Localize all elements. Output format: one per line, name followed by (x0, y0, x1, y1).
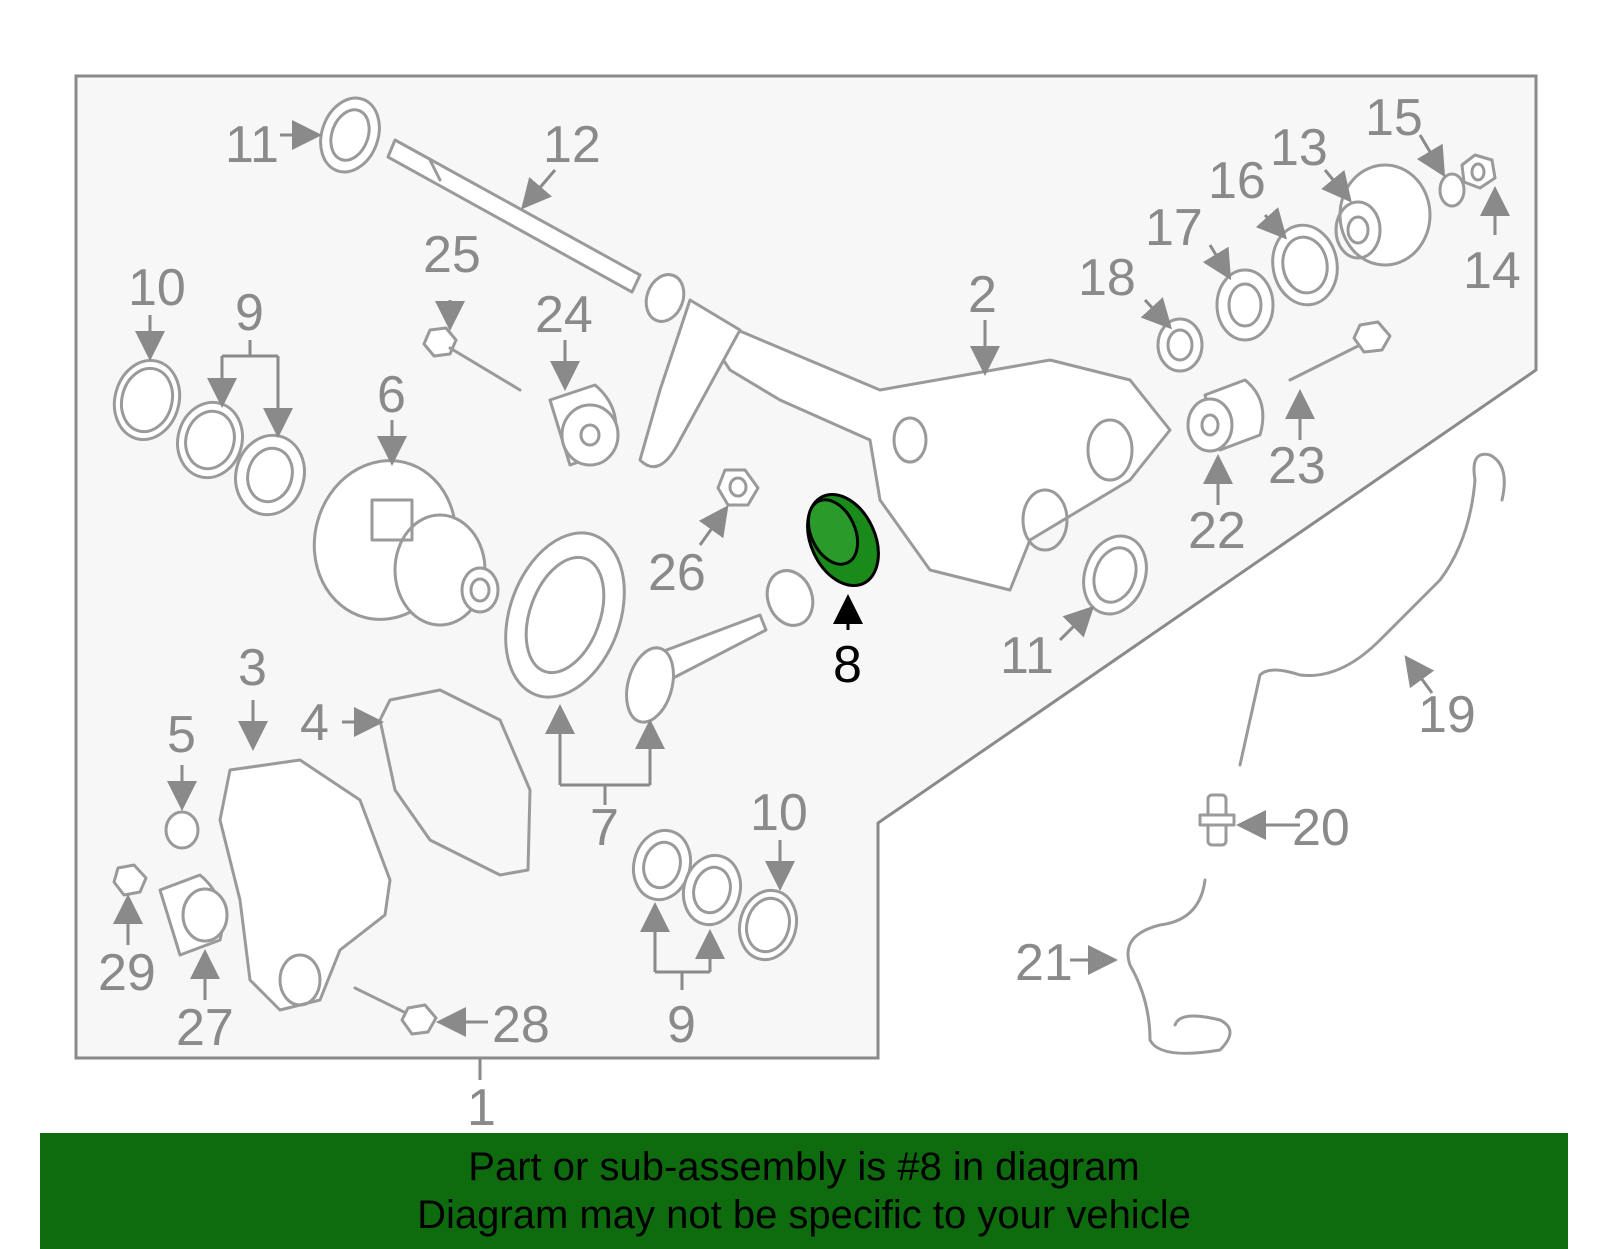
callout-20: 20 (1292, 799, 1350, 857)
part-16-pinion-seal[interactable] (1267, 220, 1344, 310)
callout-18: 18 (1078, 249, 1136, 307)
part-9-bearing-bottom-b[interactable] (676, 849, 748, 931)
part-10-shim-left[interactable] (106, 353, 189, 447)
part-14-nut[interactable] (1460, 153, 1497, 190)
part-26-nut[interactable] (716, 468, 760, 507)
callout-25: 25 (423, 226, 481, 284)
callout-1: 1 (467, 1079, 496, 1137)
part-3-differential-cover[interactable] (218, 758, 392, 1012)
banner-line-1: Part or sub-assembly is #8 in diagram (468, 1145, 1140, 1189)
part-10-shim-bottom[interactable] (732, 884, 804, 966)
callout-21: 21 (1015, 934, 1073, 992)
part-9-bearing-bottom-a[interactable] (626, 824, 698, 906)
part-6-differential-case[interactable] (297, 445, 500, 636)
part-21-hose[interactable] (1126, 878, 1232, 1055)
part-7-ring-gear[interactable] (484, 516, 646, 713)
part-2-carrier-housing[interactable] (638, 298, 1172, 592)
callout-10-left: 10 (128, 259, 186, 317)
callout-3: 3 (238, 639, 267, 697)
part-22-bushing[interactable] (1186, 378, 1265, 453)
callout-6: 6 (377, 366, 406, 424)
banner-line-2: Diagram may not be specific to your vehi… (417, 1193, 1191, 1237)
part-11-seal-top[interactable] (311, 90, 390, 181)
callout-4: 4 (300, 694, 329, 752)
part-5-plug[interactable] (164, 810, 200, 850)
callout-17: 17 (1145, 199, 1203, 257)
callout-11-top: 11 (225, 116, 279, 174)
callout-9-bottom: 9 (667, 996, 696, 1054)
part-4-gasket[interactable] (378, 688, 532, 877)
callout-11-right: 11 (1000, 627, 1054, 685)
callout-14: 14 (1463, 242, 1521, 300)
callout-29: 29 (98, 944, 156, 1002)
part-o-ring-pinion (765, 569, 815, 627)
part-20-fitting[interactable] (1198, 793, 1236, 847)
part-29-nut[interactable] (112, 863, 148, 897)
callout-2: 2 (968, 266, 997, 324)
part-11-seal-right[interactable] (1073, 527, 1157, 623)
part-28-bolt[interactable] (353, 986, 438, 1036)
callout-23: 23 (1268, 437, 1326, 495)
callout-22: 22 (1188, 502, 1246, 560)
leader-lines (113, 120, 1510, 1080)
callout-26: 26 (648, 544, 706, 602)
callout-8-highlighted: 8 (833, 636, 862, 694)
callout-12: 12 (543, 116, 601, 174)
part-12-axle-shaft[interactable] (386, 138, 642, 294)
part-27-bushing[interactable] (158, 873, 229, 957)
callout-28: 28 (492, 996, 550, 1054)
part-8-seal-highlighted[interactable] (794, 483, 893, 597)
part-23-bolt[interactable] (1288, 320, 1392, 382)
callout-15: 15 (1365, 89, 1423, 147)
callout-16: 16 (1208, 152, 1266, 210)
part-o-ring-axle (644, 273, 686, 323)
callout-19: 19 (1418, 686, 1476, 744)
callout-5: 5 (167, 706, 196, 764)
callout-24: 24 (535, 286, 593, 344)
callout-13: 13 (1270, 119, 1328, 177)
part-13-companion-flange[interactable] (1334, 163, 1432, 267)
callout-10-bottom: 10 (750, 784, 808, 842)
callout-7: 7 (590, 799, 619, 857)
part-19-vent-hose[interactable] (1238, 452, 1506, 767)
part-15-washer[interactable] (1438, 172, 1466, 208)
part-9-bearing-left-b[interactable] (227, 428, 313, 523)
callout-9-left: 9 (235, 284, 264, 342)
part-17-bearing[interactable] (1215, 268, 1275, 342)
info-banner: Part or sub-assembly is #8 in diagram Di… (40, 1133, 1568, 1249)
part-18-spacer[interactable] (1156, 317, 1204, 373)
part-24-bushing[interactable] (548, 383, 620, 467)
callout-27: 27 (176, 999, 234, 1057)
callout-labels: 11 12 25 24 10 9 6 2 26 8 11 18 17 16 13… (98, 89, 1521, 1137)
